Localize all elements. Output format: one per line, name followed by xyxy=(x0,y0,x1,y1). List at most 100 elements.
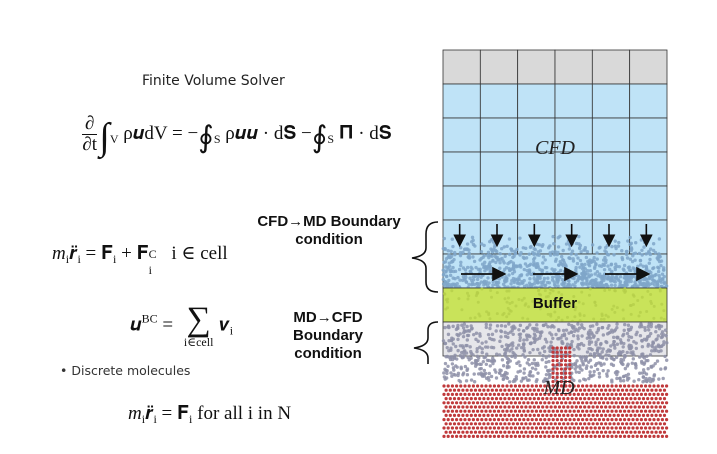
red-particle xyxy=(637,388,641,392)
grey-particle xyxy=(522,371,526,375)
grey-particle xyxy=(538,334,543,338)
blue-particle xyxy=(597,281,601,285)
red-particle xyxy=(570,388,574,392)
red-particle xyxy=(455,409,459,413)
red-particle xyxy=(486,388,490,392)
grey-particle xyxy=(599,363,604,368)
grey-particle xyxy=(604,353,608,357)
grey-particle xyxy=(620,362,624,366)
grey-particle xyxy=(571,326,575,330)
red-particle xyxy=(459,392,463,396)
red-particle xyxy=(476,409,480,413)
red-particle xyxy=(507,430,511,434)
ghost-cell xyxy=(479,49,519,85)
grey-particle xyxy=(604,339,608,344)
grey-particle xyxy=(497,353,502,357)
grey-particle xyxy=(518,335,522,340)
blue-particle xyxy=(542,276,547,281)
blue-particle xyxy=(528,245,533,250)
grey-particle xyxy=(595,322,599,326)
grey-particle xyxy=(527,363,532,367)
grey-particle xyxy=(651,364,655,368)
red-particle xyxy=(576,418,580,422)
blue-particle xyxy=(592,278,596,283)
grey-particle xyxy=(601,333,606,337)
grey-particle xyxy=(469,349,473,354)
blue-particle xyxy=(611,276,615,280)
red-particle xyxy=(482,413,486,417)
blue-particle xyxy=(654,272,658,277)
summation: ∑i∈cell xyxy=(184,303,214,349)
grey-particle xyxy=(472,372,476,376)
grey-particle xyxy=(552,325,556,329)
grey-particle xyxy=(475,347,479,351)
red-particle xyxy=(612,388,616,392)
grey-particle xyxy=(543,337,548,342)
red-particle xyxy=(442,434,446,438)
blue-particle xyxy=(570,275,574,279)
grey-particle xyxy=(517,328,521,332)
grey-particle xyxy=(447,339,451,343)
grey-particle xyxy=(625,364,630,368)
grey-particle xyxy=(576,329,580,333)
red-particle xyxy=(467,384,471,388)
red-particle xyxy=(551,409,555,413)
grey-particle xyxy=(493,368,497,372)
red-particle xyxy=(648,392,652,396)
red-particle xyxy=(522,434,526,438)
buffer-particle xyxy=(646,289,650,293)
red-particle xyxy=(536,430,541,434)
red-particle xyxy=(520,413,524,417)
grey-particle xyxy=(473,358,478,363)
red-particle xyxy=(518,409,522,413)
blue-particle xyxy=(485,264,490,269)
blue-particle xyxy=(662,280,667,284)
red-particle xyxy=(593,434,597,438)
grey-particle xyxy=(447,348,451,353)
grey-particle xyxy=(499,329,504,334)
blue-particle xyxy=(533,248,537,252)
grey-particle xyxy=(480,350,484,355)
red-particle xyxy=(471,392,475,396)
red-particle xyxy=(499,388,503,392)
blue-particle xyxy=(451,265,455,270)
red-particle xyxy=(448,413,452,417)
red-particle xyxy=(602,434,606,438)
red-particle xyxy=(595,405,599,409)
grey-particle xyxy=(465,368,469,373)
cfd-cell xyxy=(629,117,668,153)
grey-particle xyxy=(592,369,596,374)
buffer-particle xyxy=(587,293,591,297)
buffer-particle xyxy=(457,297,461,301)
red-particle xyxy=(471,409,475,413)
blue-particle xyxy=(635,284,639,289)
red-particle xyxy=(518,434,522,438)
red-particle xyxy=(555,367,559,371)
blue-particle xyxy=(518,273,522,278)
blue-particle xyxy=(486,276,490,280)
blue-particle xyxy=(602,263,607,268)
grey-particle xyxy=(611,335,616,340)
cfd-cell xyxy=(517,185,556,221)
blue-particle xyxy=(561,283,566,287)
red-particle xyxy=(526,384,530,388)
cfd-cell xyxy=(442,151,481,187)
constraint-force-term: + 𝐅 xyxy=(116,243,149,264)
red-particle xyxy=(497,392,501,396)
red-particle xyxy=(616,413,620,417)
blue-particle xyxy=(444,257,449,261)
grey-particle xyxy=(465,338,470,342)
grey-particle xyxy=(538,330,542,335)
blue-particle xyxy=(650,281,655,286)
red-particle xyxy=(568,380,572,384)
red-particle xyxy=(568,350,572,354)
grey-particle xyxy=(598,355,603,360)
red-particle xyxy=(469,405,473,409)
red-particle xyxy=(448,397,452,401)
grey-particle xyxy=(657,349,661,354)
red-particle xyxy=(553,413,557,417)
grey-particle xyxy=(506,335,510,340)
red-particle xyxy=(602,418,606,422)
grey-particle xyxy=(591,335,596,339)
blue-particle xyxy=(522,267,526,272)
